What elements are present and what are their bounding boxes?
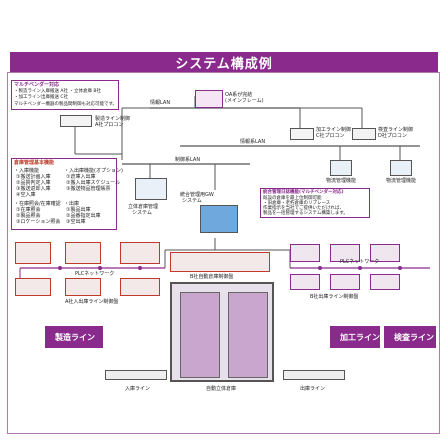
wms-pc-icon xyxy=(135,178,167,200)
plc-panel-right-3 xyxy=(370,244,400,262)
plc-a-label-2: A社プロコン xyxy=(95,122,124,128)
wms-c2-0: ・入出庫機能(オプション) xyxy=(64,168,123,174)
plc-c-label-1: 加工ライン制御 xyxy=(316,127,352,133)
warehouse-door-right xyxy=(228,292,268,378)
vendor-line-3: マルチベンダー機器の製品間制御も対応可能です。 xyxy=(14,102,118,107)
plc-b-cabinet xyxy=(170,252,270,272)
panel-b-label: B社出庫ライン制御盤 xyxy=(310,294,359,300)
integration-line-1: 既設の倉庫を最上位制御可能 xyxy=(263,196,322,201)
plc-d-device xyxy=(352,128,376,140)
wms-c1-4: ④空入庫 xyxy=(16,192,36,198)
wms-c1b-0: ・在庫照会/在庫確認 xyxy=(14,201,61,207)
wms-c1-3: ③搬送返却入庫 xyxy=(16,186,51,192)
wms-functions-box: 倉庫管理基本機能 ・入庫機能 ①搬送計画入庫 ②品質判定入庫 ③搬送返却入庫 ④… xyxy=(11,158,123,230)
warehouse-label: 自動立体倉庫 xyxy=(206,386,237,392)
vendor-line-2: ・加工ライン出庫搬送 C社 xyxy=(14,95,69,100)
wms-c2b-3: ③空出庫 xyxy=(66,219,86,225)
wms-c1-0: ・入庫機能 xyxy=(14,168,40,174)
conveyor-out-label: 出庫ライン xyxy=(300,386,326,392)
gateway-label-2: システム xyxy=(182,198,202,204)
plc-c-device xyxy=(290,128,314,140)
wms-c2b-2: ②品番指定出庫 xyxy=(66,213,101,219)
plc-network-left-label: PLCネットワーク xyxy=(75,271,115,277)
wms-c2-2: ②搬入出庫スケジュール xyxy=(66,180,121,186)
wms-c2-1: ①倉庫入出庫 xyxy=(66,174,96,180)
plc-panel-right-2 xyxy=(330,244,360,262)
integration-line-4: 製品を一括管理するシステム構築します。 xyxy=(263,211,348,216)
integration-heading: 統合管理日誌機能(マルチベンダー対応) xyxy=(263,190,344,195)
plc-a-label-1: 製造ライン制御 xyxy=(95,116,131,122)
plc-c-label-2: C社プロコン xyxy=(316,133,345,139)
flow-arrow-processing: 加工ライン xyxy=(330,326,380,348)
wms-c2-3: ③搬送物品管理帳票 xyxy=(66,186,111,192)
mainframe-label: OA系が完結 xyxy=(225,92,253,98)
mainframe-icon xyxy=(195,90,223,108)
plc-b-label: B社自動倉庫制御盤 xyxy=(190,274,234,280)
wms-c2b-1: ①製品出庫 xyxy=(66,207,91,213)
page-title: システム構成例 xyxy=(10,52,438,72)
conveyor-in-label: 入庫ライン xyxy=(125,386,151,392)
control-lan-label: 制御系LAN xyxy=(175,157,201,163)
plc-panel-left-5 xyxy=(65,278,101,296)
plc-d-label-1: 検査ライン制御 xyxy=(378,127,414,133)
wms-c1b-1: ①在庫照会 xyxy=(16,207,41,213)
plc-a-device xyxy=(60,115,92,127)
plc-panel-right-1 xyxy=(290,244,320,262)
plc-panel-left-4 xyxy=(15,278,51,296)
gateway-label-1: 統合管理用GW xyxy=(180,192,214,198)
plc-panel-left-3 xyxy=(120,242,160,264)
wms-pc-label-2: システム xyxy=(132,210,152,216)
plc-panel-left-6 xyxy=(120,278,160,296)
plc-network-right-label: PLCネットワーク xyxy=(340,259,380,265)
wms-c1b-2: ②製品照会 xyxy=(16,213,41,219)
vendor-heading: マルチベンダー対応 xyxy=(14,82,60,88)
warehouse-door-left xyxy=(180,292,220,378)
wms-pc-label-1: 立体倉庫管理 xyxy=(128,204,159,210)
wms-c1-1: ①搬送計画入庫 xyxy=(16,174,51,180)
integration-line-2: ・旧倉庫・老朽倉庫のリプレース xyxy=(263,201,331,206)
conveyor-out xyxy=(283,370,345,380)
integration-box: 統合管理日誌機能(マルチベンダー対応) 既設の倉庫を最上位制御可能 ・旧倉庫・老… xyxy=(260,188,370,218)
diagram-frame xyxy=(7,72,440,434)
integration-line-3: 作業指示を当社でご提供いただければ、 xyxy=(263,206,344,211)
plc-panel-right-4 xyxy=(290,274,320,290)
info-lan-label: 情報系LAN xyxy=(240,139,266,145)
panel-a-label: A社入出庫ライン制御盤 xyxy=(65,299,119,305)
wms-c1b-3: ③ロケーション照会 xyxy=(16,219,61,225)
plc-d-label-2: D社プロコン xyxy=(378,133,407,139)
logistics-monitor-2 xyxy=(390,160,412,176)
logistics-monitor-1 xyxy=(330,160,352,176)
wms-heading: 倉庫管理基本機能 xyxy=(14,160,55,166)
flow-arrow-manufacturing: 製造ライン xyxy=(45,326,103,348)
logistics-label-2: 物流管理機能 xyxy=(386,178,417,184)
mainframe-sublabel: (メインフレーム) xyxy=(225,98,264,104)
plc-panel-left-1 xyxy=(15,242,51,264)
logistics-label-1: 物流管理機能 xyxy=(326,178,357,184)
plc-panel-right-6 xyxy=(370,274,400,290)
wms-c2b-0: ・出庫 xyxy=(64,201,80,207)
wms-c1-2: ②品質判定入庫 xyxy=(16,180,51,186)
plc-panel-right-5 xyxy=(330,274,360,290)
flow-arrow-inspection: 検査ライン xyxy=(384,326,436,348)
plc-panel-left-2 xyxy=(65,242,101,264)
info-lan-short-label: 情報LAN xyxy=(150,100,171,106)
vendor-line-1: ・製造ライン入庫搬送 A社 ・立体倉庫 B社 xyxy=(14,89,101,94)
conveyor-in xyxy=(105,370,167,380)
vendor-info-box: マルチベンダー対応 ・製造ライン入庫搬送 A社 ・立体倉庫 B社 ・加工ライン出… xyxy=(11,80,119,110)
gateway-pc-icon xyxy=(200,205,238,233)
